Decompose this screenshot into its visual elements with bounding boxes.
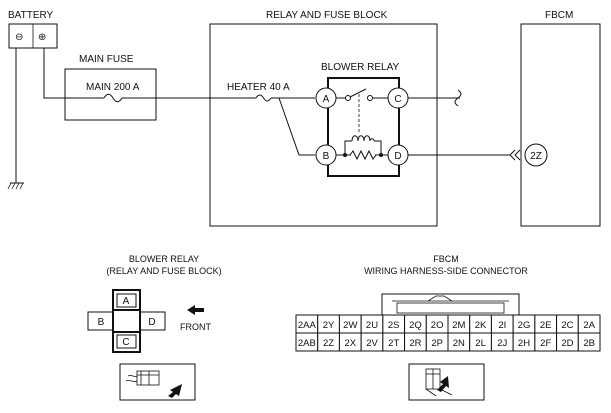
- relay-plug-illustration-icon: [125, 370, 182, 398]
- connector-pin-label: 2C: [561, 320, 573, 331]
- connector-pin-label: 2M: [452, 320, 465, 331]
- relay-fuse-block-box: [209, 23, 438, 227]
- connector-pin-label: 2O: [431, 320, 444, 331]
- connector-view-subtitle: WIRING HARNESS-SIDE CONNECTOR: [364, 266, 528, 276]
- connector-pin-label: 2J: [497, 338, 507, 349]
- connector-latch: [381, 293, 520, 316]
- connector-pin-cell: [577, 332, 601, 352]
- relay-terminal-d-label: D: [394, 151, 401, 162]
- battery-positive-wire: [43, 48, 65, 99]
- connector-pin-label: 2S: [388, 320, 400, 331]
- footprint-terminal-a: A: [123, 296, 130, 307]
- connector-pin-label: 2Y: [323, 320, 335, 331]
- ground-icon: [7, 182, 24, 190]
- relay-terminal-a-label: A: [323, 94, 330, 105]
- front-label: FRONT: [180, 322, 211, 332]
- connector-pin-label: 2L: [475, 338, 486, 349]
- wire-break-icon: [454, 89, 462, 107]
- relay-view-title: BLOWER RELAY: [129, 254, 199, 264]
- relay-view-subtitle: (RELAY AND FUSE BLOCK): [106, 266, 221, 276]
- relay-terminal-b-label: B: [323, 151, 330, 162]
- fbcm-terminal-2z-label: 2Z: [530, 151, 542, 162]
- connector-pin-label: 2X: [344, 338, 356, 349]
- relay-fuse-block-label: RELAY AND FUSE BLOCK: [266, 10, 388, 21]
- main-fuse-label: MAIN FUSE: [79, 54, 134, 65]
- fbcm-label: FBCM: [545, 10, 573, 21]
- relay-terminal-c-label: C: [394, 94, 401, 105]
- connector-pin-label: 2W: [343, 320, 357, 331]
- relay-coil-icon: [336, 135, 388, 161]
- connector-pin-label: 2I: [498, 320, 506, 331]
- battery-label: BATTERY: [8, 10, 54, 21]
- connector-pin-label: 2G: [518, 320, 531, 331]
- battery-positive-icon: ⊕: [38, 32, 46, 43]
- connector-plug-illustration-icon: [425, 368, 453, 397]
- footprint-terminal-d: D: [148, 317, 155, 328]
- relay-footprint: A B D C: [87, 289, 166, 353]
- main-fuse-rating: MAIN 200 A: [86, 82, 140, 93]
- fbcm-terminal-2z: [524, 143, 548, 167]
- connector-pin-label: 2K: [475, 320, 487, 331]
- footprint-terminal-c: C: [122, 337, 129, 348]
- main-fuse-element-icon: [103, 93, 123, 103]
- connector-pin-label: 2P: [431, 338, 443, 349]
- heater-fuse-element-icon: [255, 94, 272, 102]
- connector-pin-label: 2N: [453, 338, 465, 349]
- battery-negative-icon: ⊖: [15, 32, 23, 43]
- connector-pin-label: 2AA: [298, 320, 317, 331]
- connector-pin-label: 2AB: [298, 338, 316, 349]
- heater-to-relay-b-wire: [278, 97, 315, 156]
- fbcm-box: [520, 23, 601, 227]
- connector-pin-label: 2R: [409, 338, 421, 349]
- connector-pin-label: 2E: [540, 320, 552, 331]
- front-arrow-icon: [187, 305, 204, 315]
- footprint-terminal-b: B: [98, 317, 105, 328]
- connector-pin-label: 2V: [366, 338, 378, 349]
- connector-pin-label: 2T: [388, 338, 399, 349]
- connector-pin-grid: 2AA 2Y 2W 2U 2S 2Q 2O 2M 2K 2I 2G 2E 2C 2A 2AB 2Z 2X 2V 2T…: [295, 314, 601, 352]
- heater-fuse-label: HEATER 40 A: [227, 82, 290, 93]
- blower-relay-box: [327, 77, 400, 177]
- connector-pin-label: 2F: [540, 338, 551, 349]
- connector-chevron-icon: [509, 149, 521, 161]
- connector-view-title: FBCM: [433, 254, 459, 264]
- connector-pin-label: 2A: [583, 320, 595, 331]
- connector-pin-label: 2B: [583, 338, 595, 349]
- connector-pin-label: 2H: [518, 338, 530, 349]
- blower-relay-label: BLOWER RELAY: [321, 62, 399, 73]
- connector-pin-label: 2Z: [323, 338, 334, 349]
- relay-plug-illustration-frame: [119, 363, 196, 401]
- connector-pin-label: 2U: [366, 320, 378, 331]
- connector-pin-label: 2D: [561, 338, 573, 349]
- connector-pin-label: 2Q: [409, 320, 422, 331]
- relay-switch-icon: [336, 88, 388, 134]
